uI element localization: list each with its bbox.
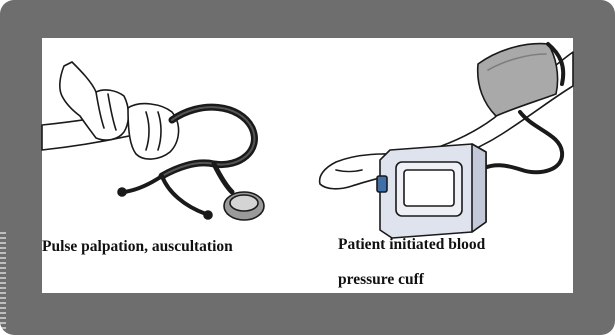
monitor-side <box>472 144 486 232</box>
caption-blood-pressure-line2: pressure cuff <box>338 271 424 289</box>
caption-blood-pressure-line1: Patient initiated blood <box>338 236 485 254</box>
caption-pulse-palpation: Pulse palpation, auscultation <box>42 238 233 256</box>
monitor-screen <box>404 170 454 206</box>
stethoscope-earpiece <box>204 211 212 219</box>
monitor-button <box>377 176 387 192</box>
stethoscope-earpiece <box>118 188 126 196</box>
stethoscope-diaphragm <box>230 195 258 211</box>
patient-fist <box>128 104 179 159</box>
